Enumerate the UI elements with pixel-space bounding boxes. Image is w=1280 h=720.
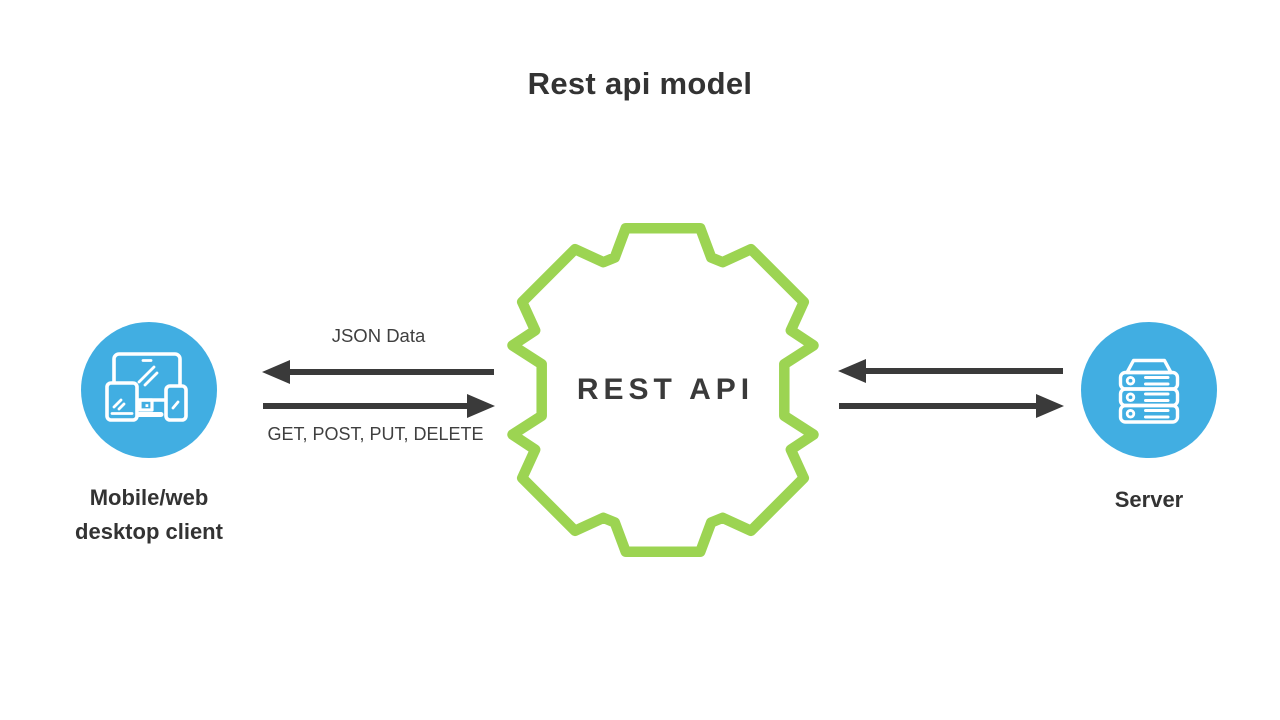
api-server-request-arrow — [839, 394, 1064, 418]
server-node-circle — [1081, 322, 1217, 458]
stand-dot — [145, 404, 149, 407]
client-label-line1: Mobile/web — [89, 485, 209, 510]
json-data-label: JSON Data — [331, 325, 426, 346]
client-node-label: Mobile/web desktop client — [19, 481, 279, 549]
server-node-label: Server — [1114, 487, 1184, 512]
arrowhead-right — [1036, 394, 1064, 418]
client-api-response-arrow — [262, 360, 494, 384]
devices-icon — [105, 352, 188, 422]
rest-api-label: REST API — [576, 373, 755, 406]
gear-icon — [507, 223, 819, 557]
client-node-circle — [81, 322, 217, 458]
client-api-request-arrow — [263, 394, 495, 418]
server-rack-icon — [1118, 358, 1180, 424]
diagram-title: Rest api model — [527, 66, 753, 101]
arrowhead-left — [262, 360, 290, 384]
arrowhead-right — [467, 394, 495, 418]
arrowhead-left — [838, 359, 866, 383]
http-methods-label: GET, POST, PUT, DELETE — [267, 424, 484, 444]
client-label-line2: desktop client — [75, 519, 223, 544]
api-server-response-arrow — [838, 359, 1063, 383]
